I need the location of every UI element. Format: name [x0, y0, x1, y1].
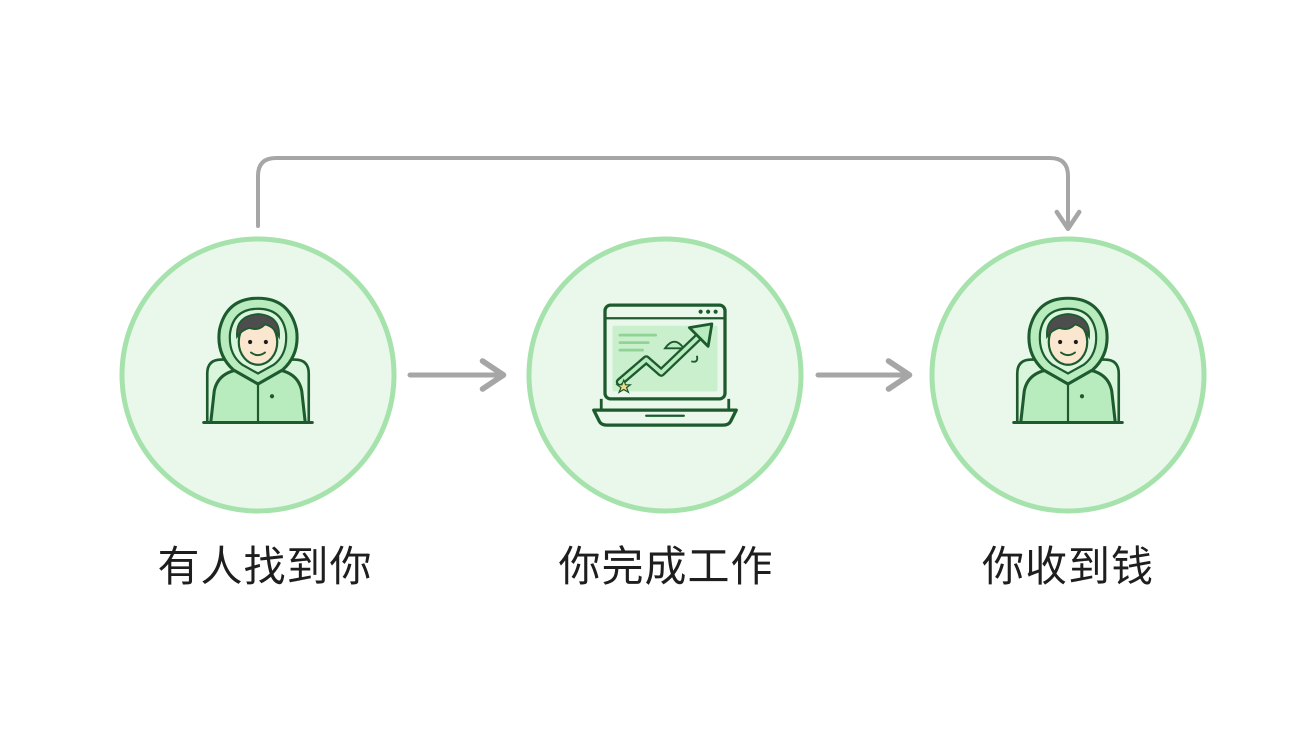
step-1-label: 有人找到你 [157, 542, 373, 591]
step-3-label: 你收到钱 [981, 542, 1154, 591]
step-2-label: 你完成工作 [558, 542, 774, 591]
top-connector-arrow [256, 156, 1082, 232]
